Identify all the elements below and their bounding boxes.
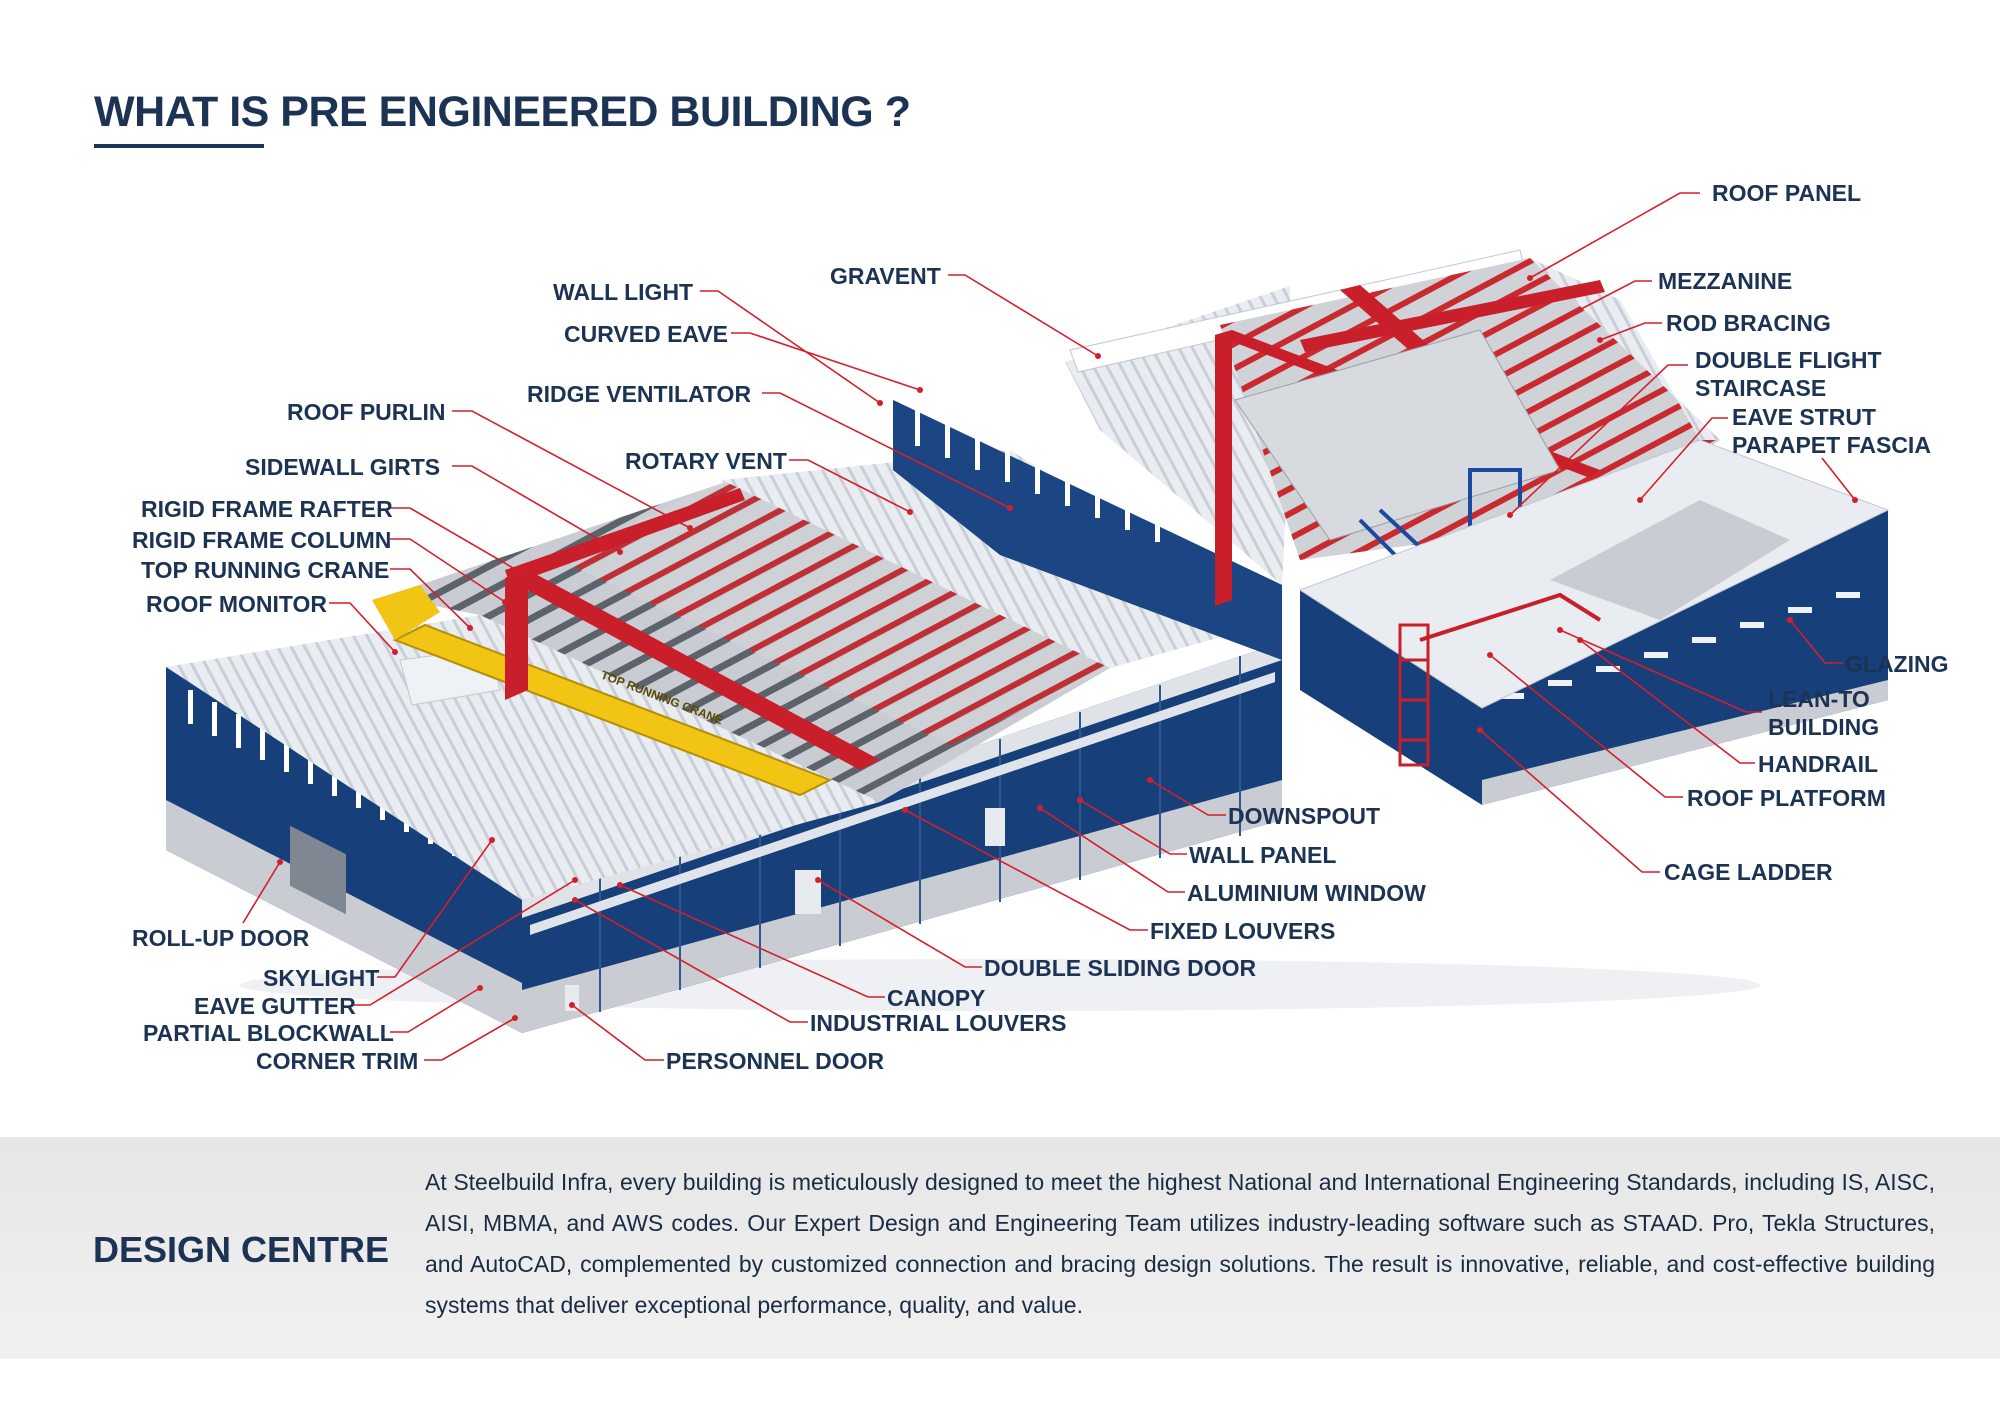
crane-bridge [392, 623, 833, 797]
label-rigid-frame-column: RIGID FRAME COLUMN [132, 527, 391, 553]
design-centre-title: DESIGN CENTRE [93, 1229, 390, 1270]
title-underline [94, 144, 264, 148]
label-roof-monitor: ROOF MONITOR [146, 591, 327, 617]
label-glazing: GLAZING [1845, 651, 1949, 677]
cage-ladder [1398, 623, 1430, 767]
design-centre-body: At Steelbuild Infra, every building is m… [425, 1169, 1935, 1318]
label-curved-eave: CURVED EAVE [564, 321, 728, 347]
diagram-labels: ROOF PANEL MEZZANINE ROD BRACING DOUBLE … [132, 180, 1949, 1074]
page-title: WHAT IS PRE ENGINEERED BUILDING ? [94, 88, 911, 136]
main-roof-far [722, 450, 1282, 668]
label-personnel-door: PERSONNEL DOOR [666, 1048, 884, 1074]
label-double-sliding-door: DOUBLE SLIDING DOOR [984, 955, 1257, 981]
label-sidewall-girts: SIDEWALL GIRTS [245, 454, 440, 480]
building-illustration: TOP RUNNING CRANE [166, 249, 1890, 1033]
rigid-frame [505, 488, 880, 770]
label-cage-ladder: CAGE LADDER [1664, 859, 1833, 885]
main-roof-near [166, 615, 880, 900]
label-eave-strut: EAVE STRUT [1732, 404, 1876, 430]
label-rotary-vent: ROTARY VENT [625, 448, 787, 474]
roll-up-door-shape [290, 825, 346, 915]
label-partial-blockwall: PARTIAL BLOCKWALL [143, 1020, 394, 1046]
lean-to-front-wall [1300, 590, 1482, 805]
label-handrail: HANDRAIL [1758, 751, 1878, 777]
label-eave-gutter: EAVE GUTTER [194, 993, 356, 1019]
label-ridge-ventilator: RIDGE VENTILATOR [527, 381, 751, 407]
label-top-running-crane: TOP RUNNING CRANE [141, 557, 389, 583]
label-rod-bracing: ROD BRACING [1666, 310, 1831, 336]
label-gravent: GRAVENT [830, 263, 941, 289]
label-parapet-fascia: PARAPET FASCIA [1732, 432, 1931, 458]
label-downspout: DOWNSPOUT [1228, 803, 1380, 829]
building-diagram: TOP RUNNING CRANE [132, 180, 1949, 1074]
design-centre-band [0, 1137, 2000, 1359]
label-roof-purlin: ROOF PURLIN [287, 399, 445, 425]
label-roof-platform: ROOF PLATFORM [1687, 785, 1886, 811]
label-lean-to-1: LEAN-TO [1768, 686, 1870, 712]
label-canopy: CANOPY [887, 985, 985, 1011]
label-mezzanine: MEZZANINE [1658, 268, 1792, 294]
label-fixed-louvers: FIXED LOUVERS [1150, 918, 1335, 944]
label-industrial-louvers: INDUSTRIAL LOUVERS [810, 1010, 1066, 1036]
label-roof-panel: ROOF PANEL [1712, 180, 1861, 206]
label-rigid-frame-rafter: RIGID FRAME RAFTER [141, 496, 393, 522]
label-roll-up-door: ROLL-UP DOOR [132, 925, 310, 951]
label-corner-trim: CORNER TRIM [256, 1048, 418, 1074]
leader-lines [242, 192, 1858, 1061]
label-aluminium-window: ALUMINIUM WINDOW [1187, 880, 1426, 906]
label-double-flight-1: DOUBLE FLIGHT [1695, 347, 1882, 373]
label-double-flight-2: STAIRCASE [1695, 375, 1826, 401]
label-skylight: SKYLIGHT [263, 965, 379, 991]
label-wall-panel: WALL PANEL [1189, 842, 1336, 868]
label-lean-to-2: BUILDING [1768, 714, 1879, 740]
label-wall-light: WALL LIGHT [553, 279, 693, 305]
